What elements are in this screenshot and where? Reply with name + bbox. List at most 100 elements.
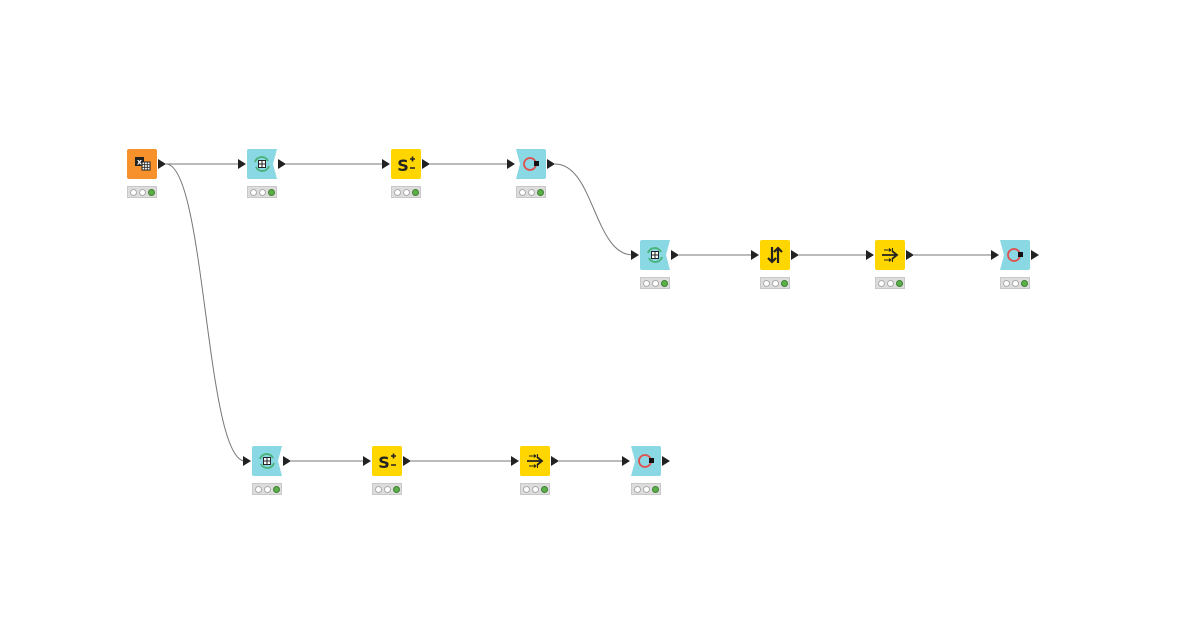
node-status-traffic-light [760, 277, 790, 289]
status-dot-green [147, 188, 155, 196]
node-status-traffic-light [247, 186, 277, 198]
status-dot-green [536, 188, 544, 196]
node-loop-start-3[interactable] [252, 446, 282, 476]
output-port[interactable] [422, 159, 430, 169]
input-port[interactable] [866, 250, 874, 260]
node-status-traffic-light [127, 186, 157, 198]
node-loop-end-2[interactable] [1000, 240, 1030, 270]
node-column-filter-1[interactable] [875, 240, 905, 270]
status-dot-green [392, 485, 400, 493]
input-port[interactable] [511, 456, 519, 466]
status-dot-red [633, 485, 641, 493]
status-dot-red [518, 188, 526, 196]
node-math-1[interactable]: S [391, 149, 421, 179]
status-dot-yellow [263, 485, 271, 493]
svg-text:S: S [378, 453, 390, 472]
connection-wire[interactable] [554, 163, 634, 256]
node-loop-start-1[interactable] [247, 149, 277, 179]
input-port[interactable] [363, 456, 371, 466]
output-port[interactable] [662, 456, 670, 466]
status-dot-red [877, 279, 885, 287]
output-port[interactable] [278, 159, 286, 169]
node-column-filter-2[interactable] [520, 446, 550, 476]
node-sorter[interactable] [760, 240, 790, 270]
status-dot-green [660, 279, 668, 287]
input-port[interactable] [243, 456, 251, 466]
output-port[interactable] [158, 159, 166, 169]
node-status-traffic-light [640, 277, 670, 289]
output-port[interactable] [791, 250, 799, 260]
input-port[interactable] [507, 159, 515, 169]
input-port[interactable] [991, 250, 999, 260]
loop-end-circle-icon [1000, 240, 1030, 270]
input-port[interactable] [751, 250, 759, 260]
loop-table-icon [247, 149, 277, 179]
input-port[interactable] [238, 159, 246, 169]
loop-end-circle-icon [516, 149, 546, 179]
status-dot-yellow [383, 485, 391, 493]
status-dot-red [374, 485, 382, 493]
status-dot-red [249, 188, 257, 196]
input-port[interactable] [631, 250, 639, 260]
node-loop-start-2[interactable] [640, 240, 670, 270]
node-status-traffic-light [372, 483, 402, 495]
excel-table-icon: x [127, 149, 157, 179]
status-dot-yellow [771, 279, 779, 287]
status-dot-green [540, 485, 548, 493]
output-port[interactable] [547, 159, 555, 169]
status-dot-red [642, 279, 650, 287]
status-dot-red [762, 279, 770, 287]
svg-text:x: x [137, 158, 143, 167]
status-dot-yellow [402, 188, 410, 196]
node-status-traffic-light [252, 483, 282, 495]
status-dot-yellow [1011, 279, 1019, 287]
column-arrows-icon [875, 240, 905, 270]
svg-text:S: S [397, 156, 409, 175]
loop-end-circle-icon [631, 446, 661, 476]
node-status-traffic-light [516, 186, 546, 198]
status-dot-yellow [886, 279, 894, 287]
node-loop-end-1[interactable] [516, 149, 546, 179]
input-port[interactable] [622, 456, 630, 466]
output-port[interactable] [283, 456, 291, 466]
status-dot-yellow [138, 188, 146, 196]
input-port[interactable] [382, 159, 390, 169]
status-dot-green [411, 188, 419, 196]
status-dot-yellow [642, 485, 650, 493]
node-math-2[interactable]: S [372, 446, 402, 476]
node-status-traffic-light [520, 483, 550, 495]
output-port[interactable] [671, 250, 679, 260]
node-loop-end-3[interactable] [631, 446, 661, 476]
sum-plus-minus-icon: S [391, 149, 421, 179]
status-dot-yellow [531, 485, 539, 493]
output-port[interactable] [403, 456, 411, 466]
status-dot-red [129, 188, 137, 196]
output-port[interactable] [1031, 250, 1039, 260]
status-dot-green [1020, 279, 1028, 287]
status-dot-green [267, 188, 275, 196]
status-dot-green [780, 279, 788, 287]
status-dot-red [1002, 279, 1010, 287]
node-status-traffic-light [391, 186, 421, 198]
status-dot-green [895, 279, 903, 287]
node-status-traffic-light [1000, 277, 1030, 289]
status-dot-yellow [527, 188, 535, 196]
sort-arrows-icon [760, 240, 790, 270]
status-dot-red [522, 485, 530, 493]
status-dot-red [393, 188, 401, 196]
status-dot-yellow [258, 188, 266, 196]
node-status-traffic-light [631, 483, 661, 495]
output-port[interactable] [551, 456, 559, 466]
node-excel-reader[interactable]: x [127, 149, 157, 179]
loop-table-icon [252, 446, 282, 476]
output-port[interactable] [906, 250, 914, 260]
connection-wire[interactable] [165, 163, 246, 462]
loop-table-icon [640, 240, 670, 270]
status-dot-green [651, 485, 659, 493]
sum-plus-minus-icon: S [372, 446, 402, 476]
node-status-traffic-light [875, 277, 905, 289]
status-dot-red [254, 485, 262, 493]
status-dot-green [272, 485, 280, 493]
status-dot-yellow [651, 279, 659, 287]
